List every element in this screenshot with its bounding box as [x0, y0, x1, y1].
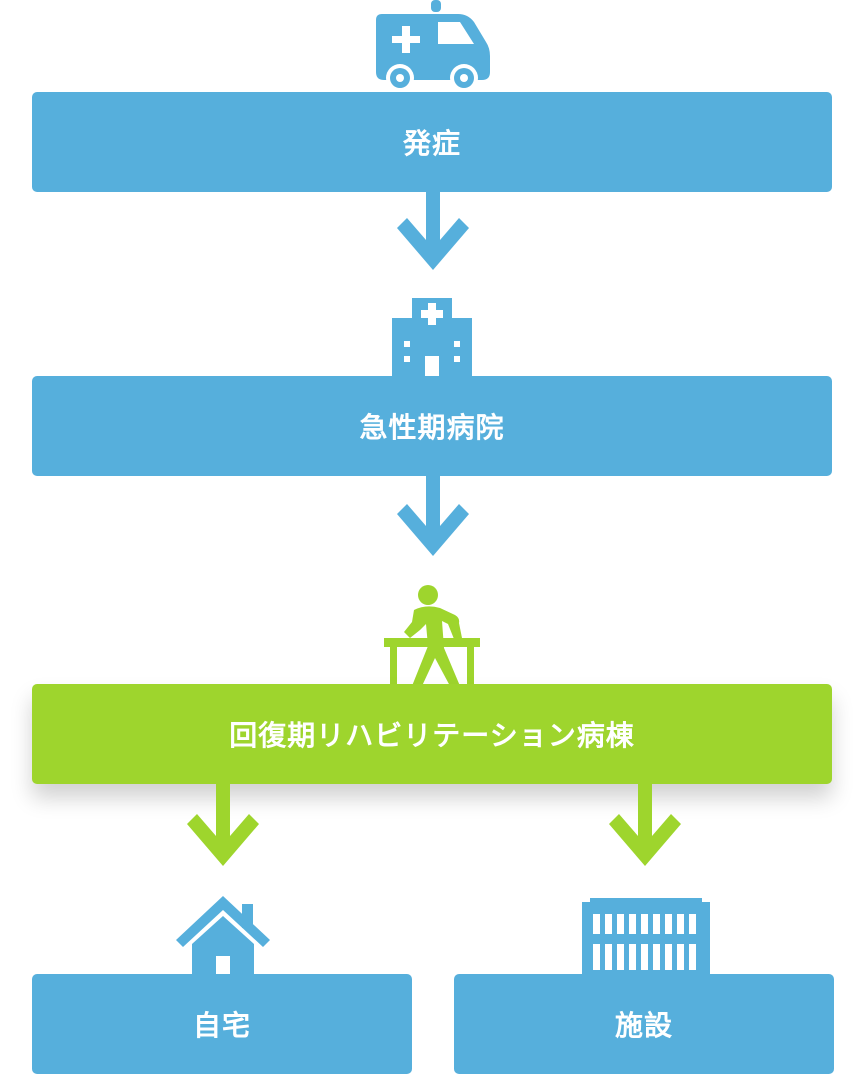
down-arrow-right-icon	[609, 784, 681, 866]
onset-label: 発症	[402, 127, 461, 160]
down-arrow-icon	[397, 192, 469, 270]
ambulance-icon	[376, 0, 490, 92]
acute-hospital-box: 急性期病院	[32, 376, 832, 476]
house-icon	[176, 896, 270, 976]
home-label: 自宅	[192, 1009, 251, 1042]
rehab-ward-label: 回復期リハビリテーション病棟	[229, 719, 635, 752]
home-box: 自宅	[32, 974, 412, 1074]
hospital-icon	[392, 298, 472, 378]
down-arrow-left-icon	[187, 784, 259, 866]
facility-box: 施設	[454, 974, 834, 1074]
acute-hospital-label: 急性期病院	[359, 411, 505, 444]
rehab-ward-box: 回復期リハビリテーション病棟	[32, 684, 832, 784]
down-arrow-icon	[397, 476, 469, 556]
onset-box: 発症	[32, 92, 832, 192]
rehabilitation-walker-icon	[384, 585, 480, 686]
facility-building-icon	[582, 898, 710, 976]
facility-label: 施設	[614, 1009, 673, 1042]
